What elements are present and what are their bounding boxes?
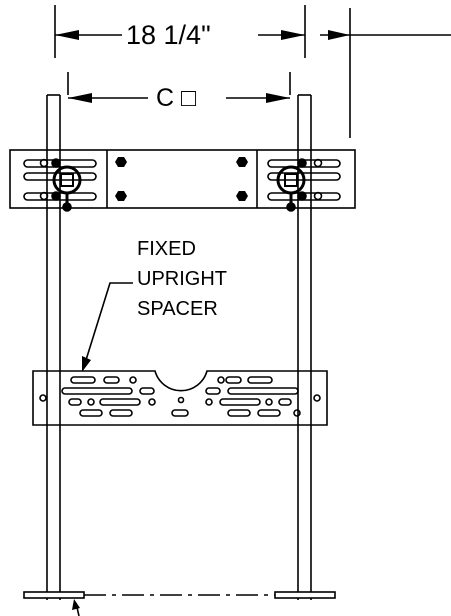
spacer-callout: FIXED UPRIGHT SPACER: [137, 234, 227, 324]
top-mounting-bracket: [9, 149, 356, 212]
fixed-upright-spacer: [32, 370, 328, 426]
extension-lines: [54, 5, 351, 138]
callout-leader: [82, 282, 133, 372]
base-feet: [23, 591, 336, 599]
spacer-slots: [61, 376, 301, 417]
callout-line-2: UPRIGHT: [137, 268, 227, 290]
callout-line-1: FIXED: [137, 238, 196, 260]
overall-dimension-line: [55, 30, 451, 40]
right-clamp-knob: [276, 158, 307, 212]
center-dimension-line: [68, 93, 290, 103]
center-dimension-label: C □: [150, 86, 203, 111]
overall-width-label: 18 1/4": [122, 22, 215, 49]
callout-line-3: SPACER: [137, 298, 218, 320]
left-clamp-knob: [51, 158, 82, 212]
floor-arrow: [72, 599, 80, 616]
